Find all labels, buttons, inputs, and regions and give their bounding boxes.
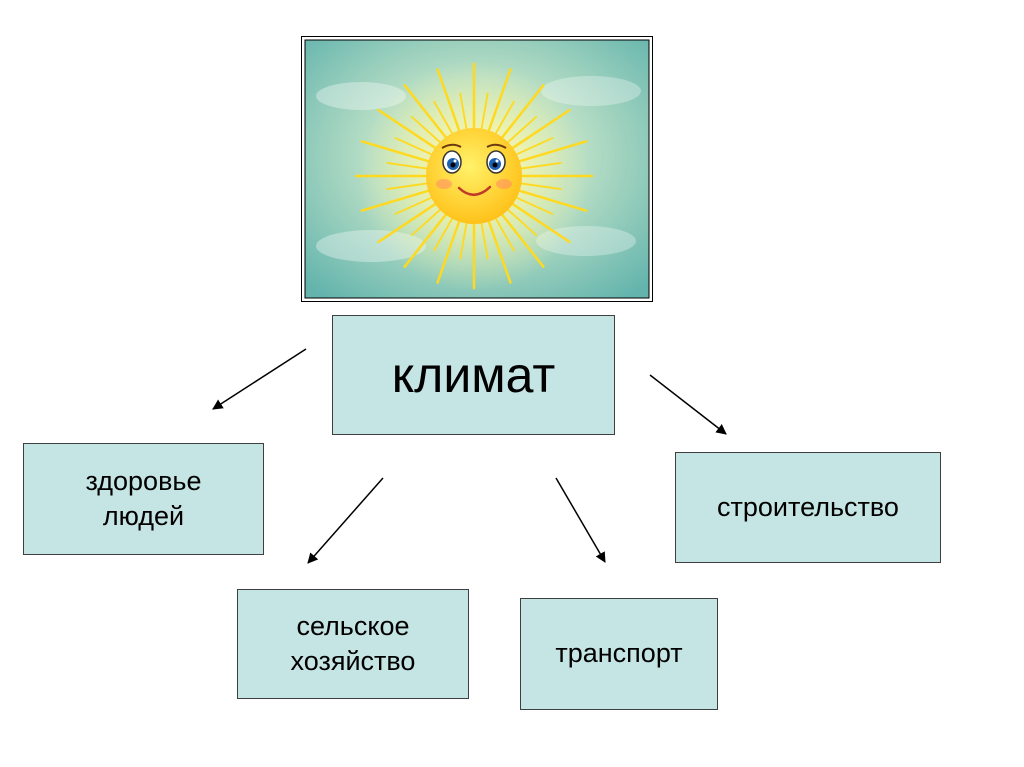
sun-ray [493, 216, 515, 252]
sun-ray [377, 108, 439, 151]
sun-ray [499, 211, 545, 268]
sun-ray [403, 84, 449, 141]
sun-ray [518, 162, 562, 170]
sun-ray [480, 220, 489, 260]
climate-box: климат [332, 315, 615, 435]
agriculture-box: сельское хозяйство [237, 589, 469, 699]
construction-label: строительство [717, 491, 899, 522]
sun-ray [360, 140, 432, 164]
sun-ray [410, 115, 443, 145]
climate-label: климат [391, 346, 556, 403]
arrow-to-transport [555, 477, 606, 563]
agriculture-label: сельское хозяйство [290, 610, 416, 676]
sun-ray [436, 68, 462, 134]
sun-ray [360, 188, 432, 212]
sun-ray [509, 201, 571, 244]
arrow-to-health [212, 348, 307, 410]
sun-picture [301, 36, 653, 302]
sun-rays [354, 62, 594, 290]
sun-ray [514, 137, 554, 157]
transport-label: транспорт [555, 638, 683, 669]
sun-ray [516, 140, 588, 164]
construction-box: строительство [675, 452, 941, 563]
sun-ray [394, 137, 434, 157]
sun-ray [480, 92, 489, 132]
sun-ray [509, 108, 571, 151]
sun-ray [459, 92, 468, 132]
sun-ray [493, 100, 515, 136]
arrow-to-construction [649, 374, 727, 435]
sun-ray [459, 220, 468, 260]
sun-ray [518, 182, 562, 190]
sun-ray [486, 218, 512, 284]
sun-ray [403, 211, 449, 268]
sun-ray [386, 182, 430, 190]
sun-ray [499, 84, 545, 141]
arrow-to-agriculture [307, 477, 384, 564]
sun-ray [377, 201, 439, 244]
sun-ray [433, 216, 455, 252]
sun-ray [436, 218, 462, 284]
sun-ray [486, 68, 512, 134]
sun-ray [505, 115, 538, 145]
health-label: здоровье людей [85, 465, 202, 531]
sun-ray [394, 195, 434, 215]
sun-ray [505, 207, 538, 237]
sun-ray [410, 207, 443, 237]
health-box: здоровье людей [23, 443, 264, 555]
sun-ray [386, 162, 430, 170]
transport-box: транспорт [520, 598, 718, 710]
sun-ray [516, 188, 588, 212]
sun-ray [433, 100, 455, 136]
sun-ray [514, 195, 554, 215]
sun-icon [426, 128, 522, 224]
